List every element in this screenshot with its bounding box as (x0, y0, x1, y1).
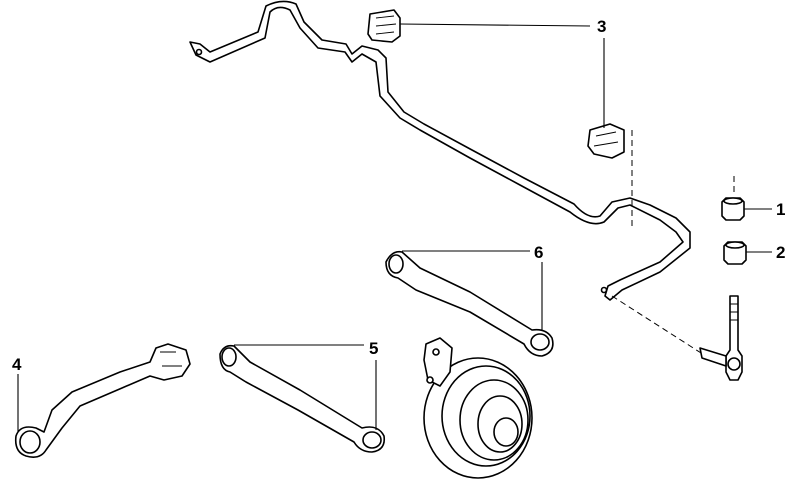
trailing-arm (14, 343, 191, 458)
callout-4: 4 (12, 355, 22, 374)
callout-1: 1 (776, 200, 785, 219)
stabilizer-bar (189, 0, 691, 301)
upper-control-arm (385, 250, 554, 357)
stabilizer-bushing-upper (367, 9, 401, 43)
stabilizer-bushing-lower (587, 123, 625, 159)
callout-5: 5 (369, 339, 378, 358)
stabilizer-link (699, 295, 743, 381)
wheel-hub-drum (423, 337, 533, 479)
leader-line-3-upper (399, 23, 591, 27)
dashed-guide-line-link (611, 295, 713, 361)
callout-3: 3 (597, 17, 606, 36)
bushing-part-2 (723, 241, 747, 265)
nut-part-1 (721, 197, 745, 221)
callout-2: 2 (776, 243, 785, 262)
callout-6: 6 (534, 243, 543, 262)
lower-control-arm (219, 344, 386, 453)
